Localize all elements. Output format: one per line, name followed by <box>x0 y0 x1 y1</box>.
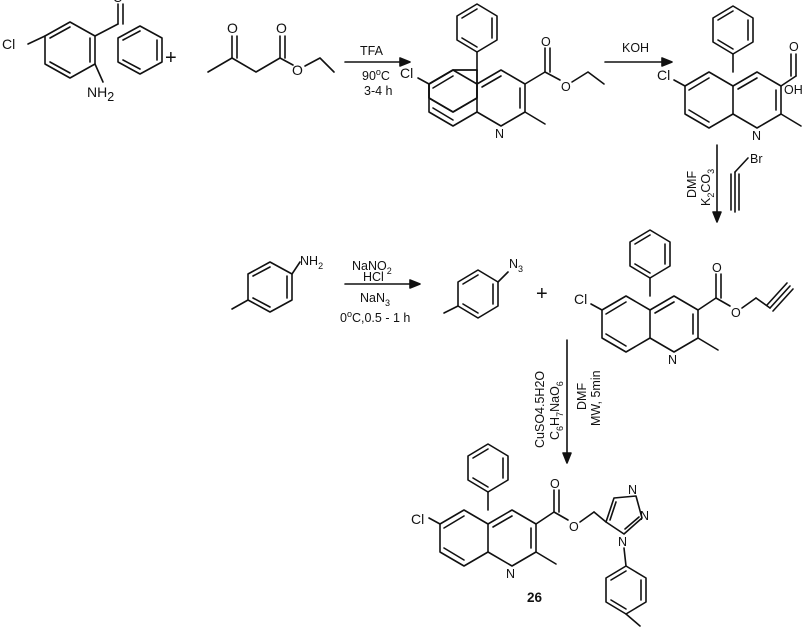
arrow-step-4: NaNO2 HCl NaN3 0oC,0.5 - 1 h <box>340 259 421 325</box>
ester-oxygen-label: O <box>731 306 741 320</box>
reactant-p-toluidine: NH2 <box>231 254 323 313</box>
carbonyl-oxygen-label: O <box>550 477 560 491</box>
nitrogen-label: N <box>506 567 515 581</box>
step3-base: K2CO3 <box>699 169 716 206</box>
nitrogen-label: N <box>495 127 504 141</box>
product-26: Cl N O O N N N 26 <box>411 443 649 627</box>
carbonyl-oxygen-label: O <box>712 261 722 275</box>
arrow-step-5: CuSO4.5H2O C6H7NaO6 DMF MW, 5min <box>533 339 603 464</box>
step5-reductant: C6H7NaO6 <box>548 381 565 440</box>
ester-oxygen-label: O <box>561 80 571 94</box>
step1-temperature: 90oC <box>362 67 390 83</box>
chlorine-label: Cl <box>574 291 587 307</box>
carbonyl-oxygen-label: O <box>541 35 551 49</box>
azide-label: N3 <box>509 257 523 274</box>
chlorine-label: Cl <box>657 67 670 83</box>
reactant-aminobenzophenone: Cl NH2 O <box>2 0 163 104</box>
step5-conditions: MW, 5min <box>589 370 603 426</box>
triazole-n-label: N <box>628 483 637 497</box>
hydroxyl-label: OH <box>784 83 803 97</box>
step4-conditions: 0oC,0.5 - 1 h <box>340 309 410 325</box>
plus-sign-1: + <box>165 47 177 69</box>
chlorine-label: Cl <box>2 36 15 52</box>
compound-number: 26 <box>527 590 543 605</box>
reactant-ethyl-acetoacetate: O O O <box>207 20 335 78</box>
nitrogen-label: N <box>668 353 677 367</box>
step5-solvent: DMF <box>575 383 589 410</box>
ester-oxygen-label: O <box>292 62 303 78</box>
ester-oxygen-label: O <box>569 520 579 534</box>
amine-label: NH2 <box>300 254 323 271</box>
triazole-n-label: N <box>640 509 649 523</box>
step2-reagent: KOH <box>622 41 649 55</box>
step1-reagent: TFA <box>360 44 384 58</box>
quinoline-propargyl-ester: Cl N O O <box>574 229 794 367</box>
step3-solvent: DMF <box>685 171 699 198</box>
ketone-oxygen-label: O <box>113 0 123 5</box>
quinoline-carboxylic-acid: Cl N O OH <box>657 5 803 143</box>
keto-oxygen-label: O <box>227 20 238 36</box>
step1-time: 3-4 h <box>364 84 393 98</box>
arrow-step-2: KOH <box>604 41 673 67</box>
triazole-n-label: N <box>618 535 627 549</box>
step5-catalyst: CuSO4.5H2O <box>533 371 547 448</box>
arrow-step-1: TFA 90oC 3-4 h <box>344 44 411 98</box>
amine-label: NH2 <box>87 84 114 104</box>
plus-sign-2: + <box>536 283 548 305</box>
step4-acid: HCl <box>363 270 384 284</box>
chlorine-label: Cl <box>411 511 424 527</box>
step4-nitrite: NaNO2 <box>352 259 392 276</box>
arrow-step-3: DMF K2CO3 Br <box>685 144 763 223</box>
step4-azide: NaN3 <box>360 291 390 308</box>
nitrogen-label: N <box>752 129 761 143</box>
tolyl-azide: N3 <box>443 257 523 319</box>
ester-carbonyl-oxygen-label: O <box>276 20 287 36</box>
quinoline-ethyl-ester: Cl N O O <box>400 3 605 141</box>
acid-carbonyl-oxygen-label: O <box>789 40 799 54</box>
chlorine-label: Cl <box>400 65 413 81</box>
bromine-label: Br <box>750 152 763 166</box>
